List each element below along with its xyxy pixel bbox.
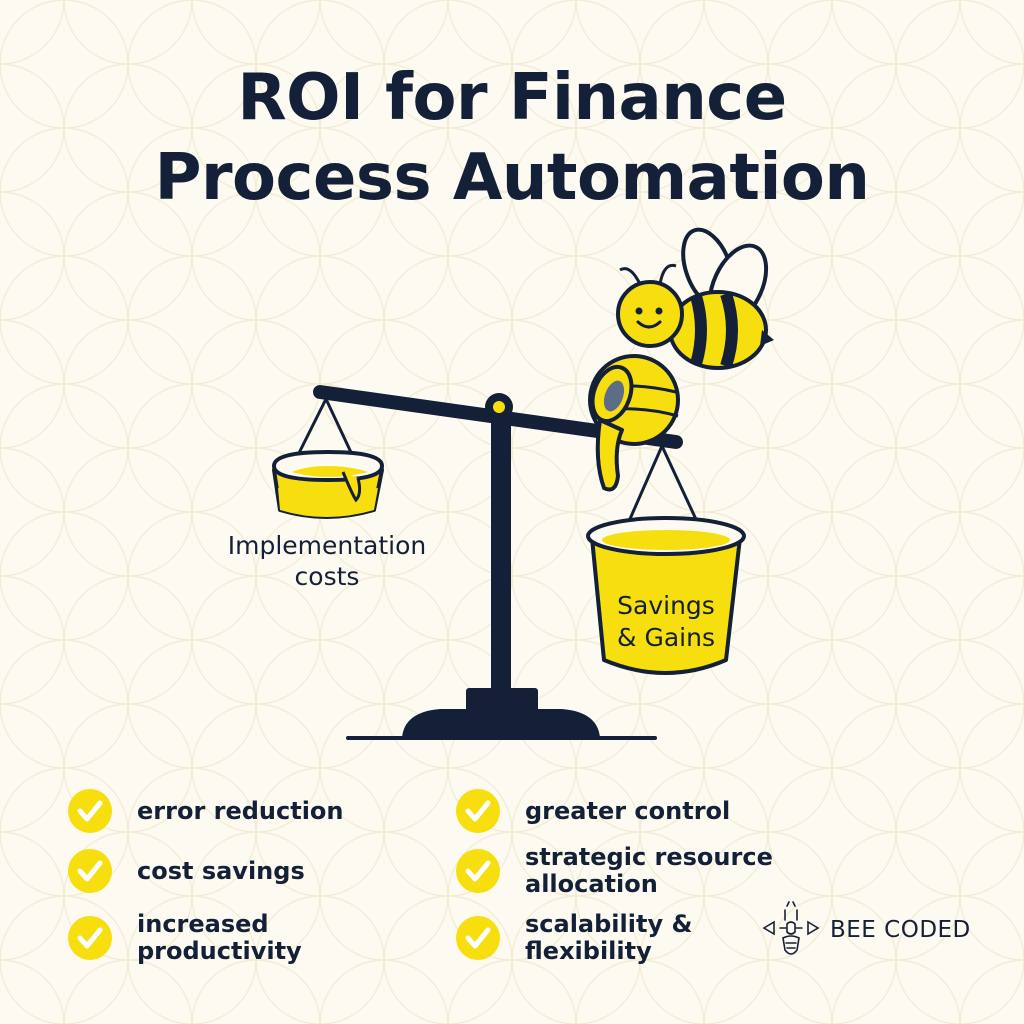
bee-logo-icon <box>762 901 820 955</box>
benefit-label: increased productivity <box>137 911 302 965</box>
benefit-label: error reduction <box>137 796 344 825</box>
benefit-label: greater control <box>525 796 731 825</box>
implementation-costs-label: Implementation costs <box>206 530 448 592</box>
brand-logo: BEE CODED <box>760 900 971 960</box>
check-circle-icon <box>456 789 500 833</box>
check-circle-icon <box>68 849 112 893</box>
benefit-label-line-2: flexibility <box>525 937 652 965</box>
title-line-2: Process Automation <box>154 141 870 215</box>
benefit-label-line-2: productivity <box>137 937 302 965</box>
title-line-1: ROI for Finance <box>237 61 787 135</box>
implementation-label-line-1: Implementation <box>227 531 427 560</box>
benefit-item-greater-control: greater control <box>456 789 730 833</box>
balance-scale-icon <box>271 385 746 740</box>
implementation-label-line-2: costs <box>294 562 360 591</box>
benefit-label: cost savings <box>137 856 305 885</box>
benefit-label: scalability & flexibility <box>525 911 692 965</box>
brand-name: BEE CODED <box>830 917 971 943</box>
check-circle-icon <box>68 789 112 833</box>
benefit-label-line-1: strategic resource <box>525 843 773 871</box>
bee-mascot-icon <box>588 227 774 492</box>
benefit-item-scalability-flexibility: scalability & flexibility <box>456 911 692 965</box>
page-title: ROI for Finance Process Automation <box>0 58 1024 218</box>
benefit-item-error-reduction: error reduction <box>68 789 344 833</box>
benefit-item-increased-productivity: increased productivity <box>68 911 302 965</box>
savings-label-line-1: Savings <box>617 591 715 620</box>
benefit-label: strategic resource allocation <box>525 844 773 898</box>
check-circle-icon <box>68 916 112 960</box>
benefit-item-strategic-resource-allocation: strategic resource allocation <box>456 844 773 898</box>
benefit-label-line-1: scalability & <box>525 910 693 938</box>
savings-gains-label: Savings & Gains <box>596 590 736 654</box>
check-circle-icon <box>456 916 500 960</box>
check-circle-icon <box>456 849 500 893</box>
benefit-item-cost-savings: cost savings <box>68 849 305 893</box>
benefit-label-line-2: allocation <box>525 870 658 898</box>
savings-label-line-2: & Gains <box>617 623 715 652</box>
benefit-label-line-1: increased <box>137 910 269 938</box>
